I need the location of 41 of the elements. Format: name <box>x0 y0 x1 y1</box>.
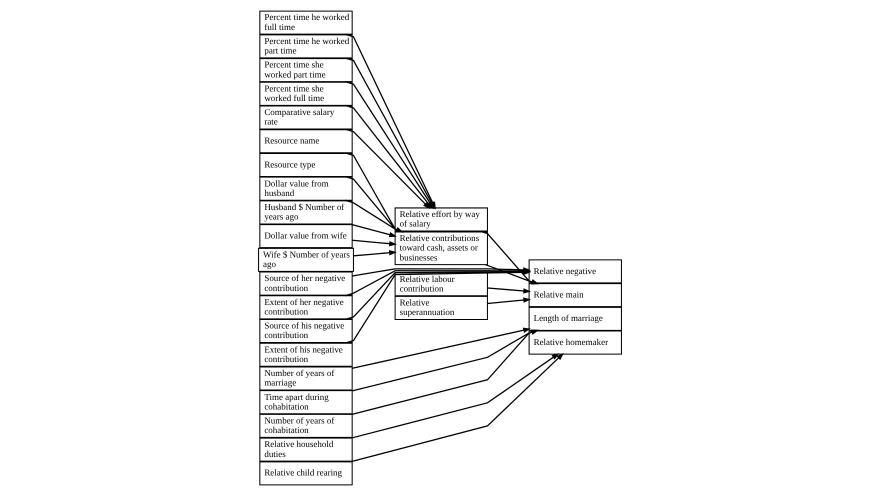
node-box: Relative contributions toward cash, assets or businesses <box>394 231 488 266</box>
node-box: Relative superannuation <box>394 296 488 320</box>
arrow <box>350 223 397 238</box>
arrow <box>344 200 404 233</box>
arrow <box>353 250 397 256</box>
node-box: Number of years of marriage <box>259 366 353 391</box>
arrow <box>352 240 397 246</box>
node-box: Percent time she worked full time <box>259 82 353 106</box>
node-box: Relative labour contribution <box>394 272 488 296</box>
node-box: Percent time she worked part time <box>259 58 353 82</box>
arrow <box>485 264 540 284</box>
node-box: Percent time he worked full time <box>259 10 353 35</box>
arrow <box>352 328 531 369</box>
node-box: Time apart during cohabitation <box>259 390 353 414</box>
arrow <box>352 330 540 392</box>
node-box: Comparative salary rate <box>259 105 353 130</box>
node-box: Relative household duties <box>259 438 353 462</box>
node-box: Source of his negative contribution <box>259 318 353 344</box>
node-box: Extent of his negative contribution <box>259 342 353 367</box>
node-box: Source of her negative contribution <box>259 272 353 296</box>
arrow <box>351 353 560 439</box>
node-box: Husband $ Number of years ago <box>259 200 353 224</box>
arrow <box>479 230 540 284</box>
node-box: Length of marriage <box>528 306 622 331</box>
node-box: Number of years of cohabitation <box>259 414 353 438</box>
arrow <box>488 287 532 294</box>
node-box: Dollar value from wife <box>259 224 353 248</box>
node-box: Relative main <box>528 283 622 308</box>
node-box: Dollar value from husband <box>259 176 353 201</box>
node-box: Wife $ Number of years ago <box>258 248 354 272</box>
node-box: Extent of her negative contribution <box>259 295 353 320</box>
arrow <box>344 176 404 233</box>
node-box: Resource type <box>259 152 353 178</box>
node-box: Resource name <box>259 129 353 154</box>
arrow <box>350 352 564 462</box>
arrow <box>352 330 540 415</box>
arrow <box>344 128 430 210</box>
arrow <box>488 297 532 304</box>
node-box: Percent time he worked part time <box>259 34 353 58</box>
node-box: Relative child rearing <box>259 461 353 486</box>
arrow <box>344 152 404 233</box>
